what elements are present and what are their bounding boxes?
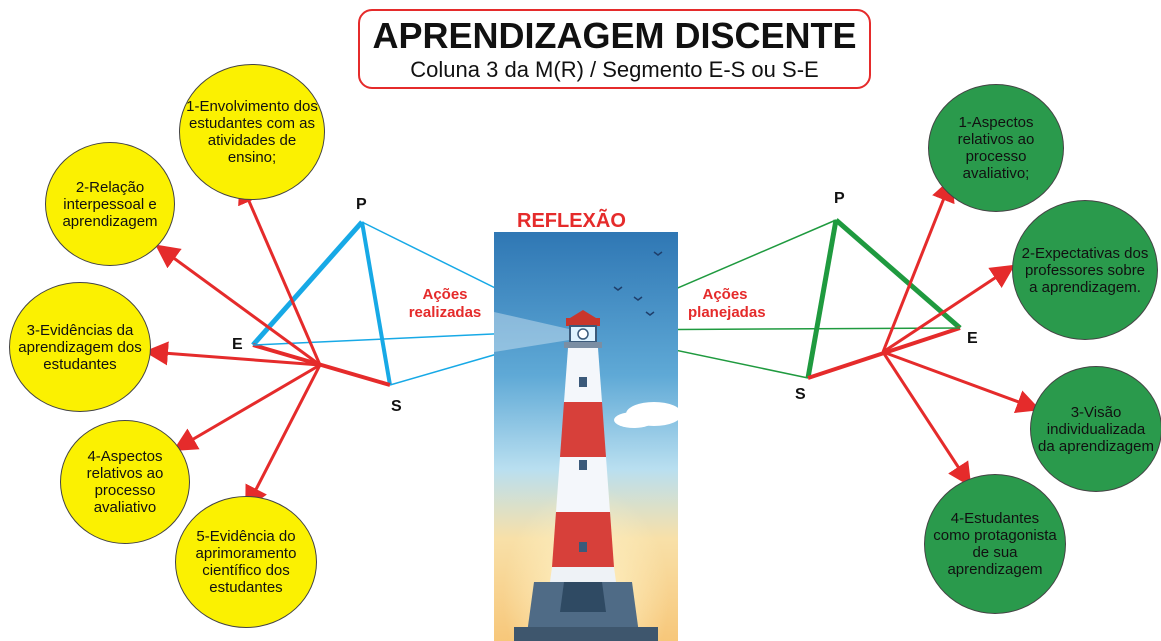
left-bubble-2-text: 2-Relação interpessoal e aprendizagem (62, 178, 158, 230)
right-bubble-2-text: 2-Expectativas dos professores sobre a a… (1021, 244, 1149, 296)
right-vertex-s: S (795, 386, 806, 403)
title-subtitle: Coluna 3 da M(R) / Segmento E-S ou S-E (410, 57, 819, 82)
left-bubble-1: 1-Envolvimento dos estudantes com as ati… (179, 64, 325, 200)
right-bubble-2: 2-Expectativas dos professores sobre a a… (1012, 200, 1158, 340)
left-bubble-2: 2-Relação interpessoal e aprendizagem (45, 142, 175, 266)
right-bubble-4-text: 4-Estudantes como protagonista de sua ap… (933, 510, 1057, 578)
left-bubble-4-text: 4-Aspectos relativos ao processo avaliat… (86, 448, 164, 516)
left-vertex-p: P (356, 196, 367, 213)
left-bubble-1-text: 1-Envolvimento dos estudantes com as ati… (186, 98, 318, 166)
right-vertex-e: E (967, 330, 978, 347)
left-vertex-e: E (232, 336, 243, 353)
right-bubble-1: 1-Aspectos relativos ao processo avaliat… (928, 84, 1064, 212)
left-vertex-s: S (391, 398, 402, 415)
title-box: APRENDIZAGEM DISCENTE Coluna 3 da M(R) /… (358, 9, 871, 89)
left-bubble-5-text: 5-Evidência do aprimoramento científico … (195, 528, 297, 596)
left-bubble-5: 5-Evidência do aprimoramento científico … (175, 496, 317, 628)
reflection-label: REFLEXÃO (517, 210, 626, 232)
right-bubble-4: 4-Estudantes como protagonista de sua ap… (924, 474, 1066, 614)
left-arrows (144, 179, 322, 511)
right-bubble-3-text: 3-Visão individualizada da aprendizagem (1038, 403, 1154, 455)
left-bubble-3: 3-Evidências da aprendizagem dos estudan… (9, 282, 151, 412)
left-bubble-4: 4-Aspectos relativos ao processo avaliat… (60, 420, 190, 544)
left-bubble-3-text: 3-Evidências da aprendizagem dos estudan… (18, 321, 142, 373)
left-action-label: Ações realizadas (408, 286, 482, 321)
title-main: APRENDIZAGEM DISCENTE (372, 15, 857, 56)
right-action-label: Ações planejadas (688, 286, 766, 321)
lighthouse-illustration (494, 232, 678, 641)
right-bubble-1-text: 1-Aspectos relativos ao processo avaliat… (957, 114, 1035, 182)
right-arrows (881, 177, 1041, 488)
right-vertex-p: P (834, 190, 845, 207)
right-bubble-3: 3-Visão individualizada da aprendizagem (1030, 366, 1161, 492)
left-triangle (251, 220, 392, 387)
